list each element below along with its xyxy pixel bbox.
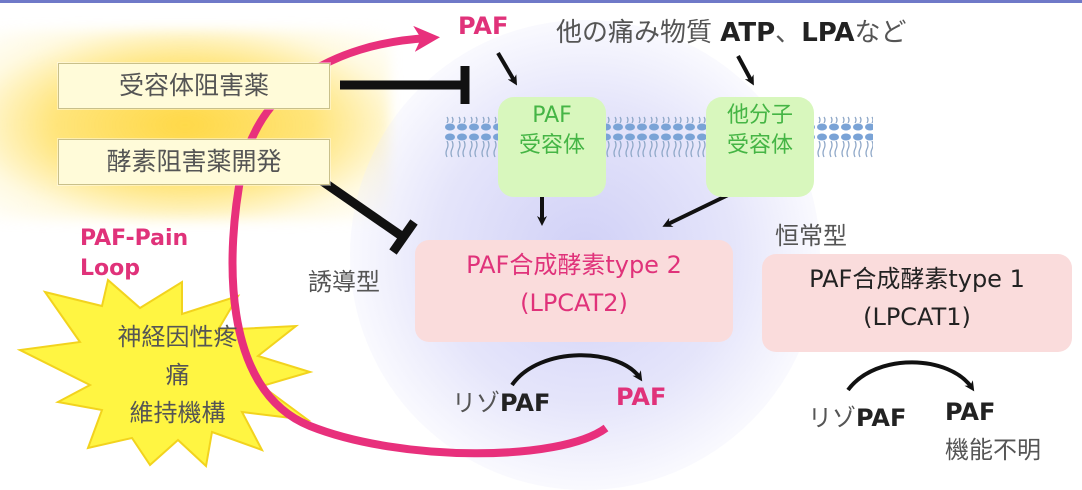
other-substances-prefix: 他の痛み物質 [556,18,721,48]
lpcat1-title: PAF合成酵素type 1 [762,260,1072,298]
lpcat2-prefix: PAF [466,251,510,279]
lyso-prefix: リゾ [452,389,500,417]
paf-receptor-line1: PAF [532,103,572,128]
loop-line2: Loop [80,256,140,281]
function-unknown-label: 機能不明 [945,436,1041,464]
inhibition-arrow-icon [319,177,418,255]
enzyme-inhibitor-box: 酵素阻害薬開発 [58,139,330,185]
lpcat1-enzyme: PAF合成酵素type 1 (LPCAT1) [762,254,1072,352]
lyso-paf-label-1: リゾPAF [808,398,906,433]
pain-line1: 神経因性疼 [117,323,238,351]
lpcat2-name: 合成酵素 [509,251,606,279]
other-substances-sep: 、 [775,18,802,48]
lpcat2-title: PAF合成酵素type 2 [415,246,733,284]
lpcat1-code: (LPCAT1) [863,303,971,331]
conversion-arrow-icon [510,353,643,387]
lyso-paf-label-2: リゾPAF [452,383,550,418]
constitutive-type-label: 恒常型 [775,222,847,250]
activation-arrow-icon [736,55,754,86]
starburst-icon [16,278,314,468]
paf-product-1: PAF [945,398,996,426]
loop-line1: PAF-Pain [80,226,189,251]
other-substances-suffix: など [854,18,907,48]
lpcat2-enzyme: PAF合成酵素type 2 (LPCAT2) [415,240,733,342]
induced-type-label: 誘導型 [308,268,380,296]
lpcat1-type: type 1 [948,265,1025,293]
lpcat2-type: type 2 [605,251,682,279]
receptor-inhibitor-box: 受容体阻害薬 [58,63,330,109]
lpcat1-name: 合成酵素 [852,265,949,293]
pain-line3: 維持機構 [129,399,226,427]
paf-pain-loop-label: PAF-Pain Loop [80,224,188,284]
lyso-paf: PAF [500,389,551,417]
other-receptor: 他分子 受容体 [706,97,814,197]
pain-line2: 痛 [165,361,190,389]
paf-label: PAF [458,12,509,40]
other-substances-label: 他の痛み物質 ATP、LPAなど [556,12,907,49]
lyso-prefix: リゾ [808,404,856,432]
paf-receptor: PAF 受容体 [498,97,606,197]
lpcat1-prefix: PAF [809,265,853,293]
top-rule [0,0,1082,3]
neuropathic-pain-label: 神経因性疼 痛 維持機構 [90,318,265,432]
inhibition-arrow-icon [340,66,470,104]
paf-product-2: PAF [616,383,667,411]
paf-receptor-line2: 受容体 [518,133,585,158]
atp-label: ATP [720,18,776,48]
lyso-paf: PAF [856,404,907,432]
lpcat2-code: (LPCAT2) [520,289,628,317]
other-receptor-line2: 受容体 [726,133,793,158]
activation-arrow-icon [496,51,518,86]
lpa-label: LPA [801,18,855,48]
other-receptor-line1: 他分子 [726,103,793,128]
conversion-arrow-icon [846,360,975,392]
